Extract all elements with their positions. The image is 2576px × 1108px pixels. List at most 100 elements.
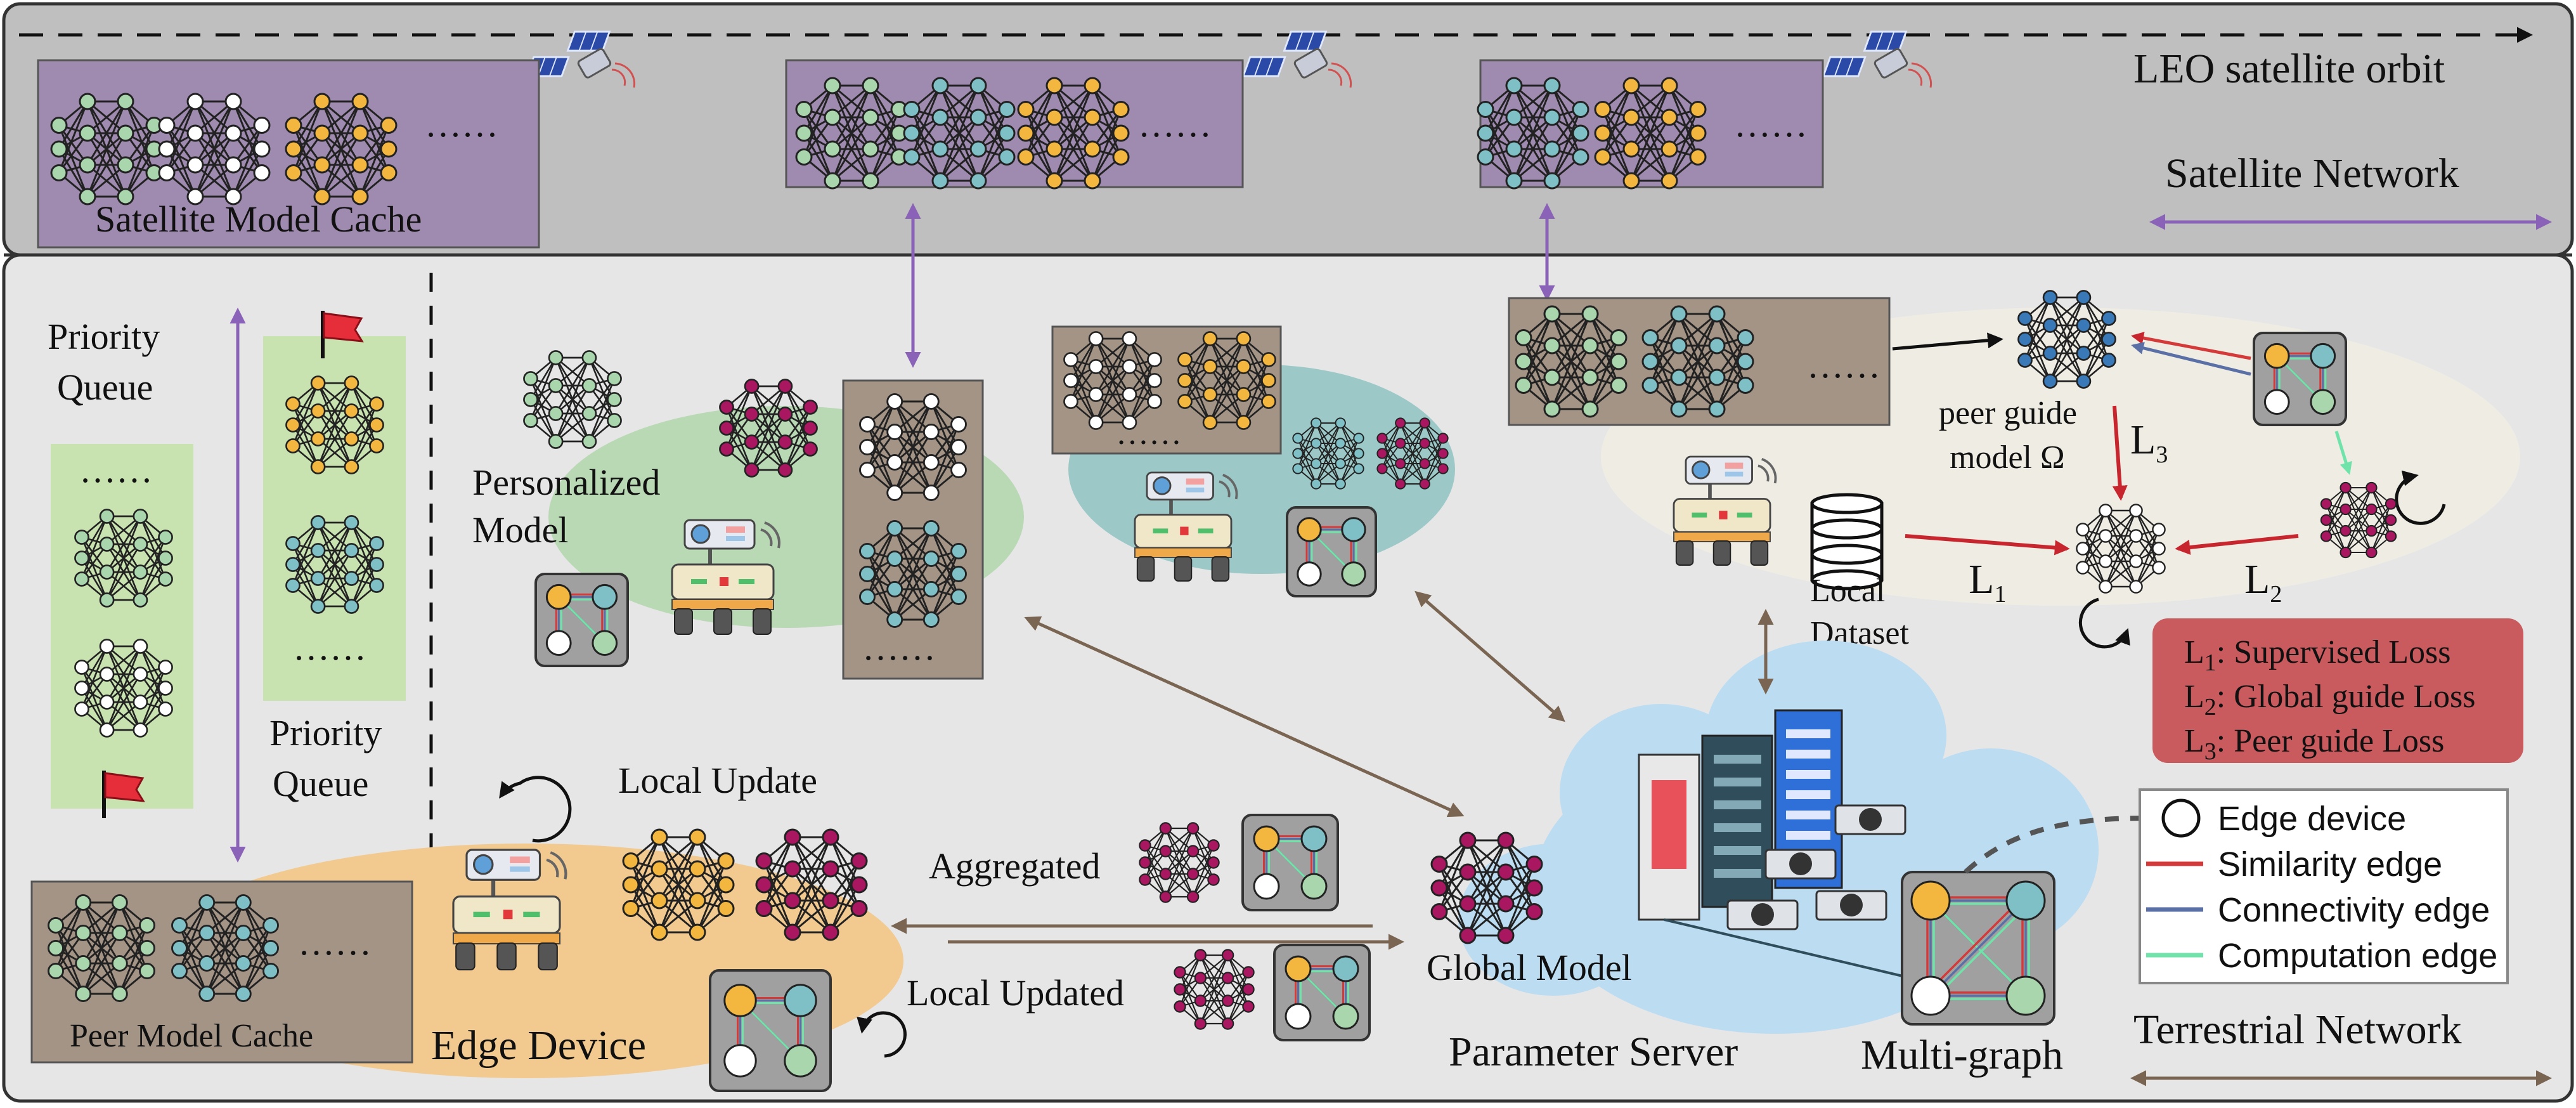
computation-arrow <box>2334 431 2352 475</box>
neural-network-icon <box>1430 831 1543 944</box>
priority-queue-label: Queue <box>273 763 368 804</box>
flag-icon <box>102 771 145 818</box>
neural-network-icon <box>1292 417 1364 490</box>
neural-network-icon <box>859 393 967 501</box>
neural-network-models <box>48 77 2397 1030</box>
cache-to-peer-arrow <box>1892 332 2003 351</box>
neural-network-icon <box>1139 822 1220 903</box>
neural-network-icon <box>1594 77 1707 190</box>
satellite-icon <box>1241 30 1352 88</box>
aggregated-label: Aggregated <box>929 845 1101 887</box>
neural-network-icon <box>48 894 155 1002</box>
loss-legend-item: L2: Global guide Loss <box>2184 679 2476 720</box>
neural-network-icon <box>1477 77 1589 190</box>
ellipsis: …… <box>1138 103 1212 145</box>
priority-queue-label: Queue <box>57 367 153 408</box>
device-graph-icon <box>709 969 832 1092</box>
neural-network-icon <box>859 520 967 628</box>
satellite-network-label: Satellite Network <box>2165 150 2459 197</box>
robot-rover-icon <box>1134 471 1238 582</box>
neural-network-icon <box>1515 305 1628 418</box>
priority-queue-label: Priority <box>48 316 160 357</box>
l3-arrow <box>2112 405 2128 501</box>
peer-guide-label: model Ω <box>1950 440 2065 476</box>
parameter-server-label: Parameter Server <box>1449 1029 1738 1075</box>
ellipsis: …… <box>1807 344 1880 386</box>
l2-arrow <box>2175 534 2299 555</box>
satellite-icon <box>1822 30 1932 88</box>
ellipsis: …… <box>862 627 936 668</box>
neural-network-icon <box>1641 305 1754 418</box>
neural-network-icon <box>1174 949 1255 1030</box>
neural-network-icon <box>795 77 908 190</box>
server-link-arrow <box>1414 590 1565 722</box>
neural-network-icon <box>285 515 384 614</box>
ellipsis: …… <box>293 627 366 668</box>
device-graph-icon <box>1241 814 1339 911</box>
priority-queue-1 <box>51 444 193 809</box>
device-graph-icon <box>2253 332 2347 426</box>
neural-network-icon <box>1177 331 1276 430</box>
robot-rover-icon <box>671 519 780 635</box>
multi-graph-label: Multi-graph <box>1861 1032 2063 1078</box>
loss-legend-item: L3: Peer guide Loss <box>2184 723 2444 765</box>
neural-network-icon <box>719 379 818 478</box>
neural-network-icon <box>285 93 398 205</box>
loss-legend-item: L1: Supervised Loss <box>2184 634 2451 676</box>
peer-guide-label: peer guide <box>1939 395 2077 431</box>
neural-network-icon <box>523 350 622 449</box>
connectivity-arrow <box>2131 342 2251 376</box>
neural-network-icon <box>1063 331 1162 430</box>
edge-device-label: Edge Device <box>431 1022 646 1069</box>
refresh-loop-icon <box>2395 470 2446 525</box>
neural-network-icon <box>50 93 163 205</box>
device-graph-icon <box>534 573 629 667</box>
ellipsis: …… <box>1734 103 1808 145</box>
edge-legend-label: Connectivity edge <box>2218 891 2490 929</box>
neural-network-icon <box>1376 417 1449 490</box>
neural-network-icon <box>622 828 735 941</box>
local-dataset-label: Local <box>1810 573 1885 609</box>
personalized-model-label: Personalized <box>472 462 660 503</box>
server-link-arrow <box>1024 616 1465 818</box>
ellipsis: …… <box>298 922 372 963</box>
priority-queue-label: Priority <box>269 712 382 753</box>
neural-network-icon <box>2076 504 2166 594</box>
neural-network-icon <box>755 828 868 941</box>
neural-network-icon <box>74 639 173 738</box>
neural-network-icon <box>171 894 279 1002</box>
dashed-connector <box>1964 816 2144 874</box>
neural-network-icon <box>74 509 173 608</box>
ellipsis: …… <box>425 103 498 145</box>
refresh-loop-icon <box>857 1011 907 1058</box>
edge-legend-label: Computation edge <box>2218 937 2497 975</box>
flag-icon <box>321 311 364 358</box>
server-rack-icon <box>1638 709 1906 978</box>
neural-network-icon <box>1017 77 1130 190</box>
multi-graph-icon <box>1901 871 2055 1026</box>
device-graph-icon <box>1273 944 1371 1041</box>
l1-arrow <box>1905 534 2070 556</box>
local-updated-label: Local Updated <box>907 972 1124 1013</box>
neural-network-icon <box>158 93 271 205</box>
orbit-label: LEO satellite orbit <box>2133 46 2445 92</box>
satellite-cache-label: Satellite Model Cache <box>95 199 422 240</box>
database-icon <box>1810 493 1884 590</box>
l3-label: L3 <box>2130 417 2168 468</box>
robot-rover-icon <box>1673 455 1777 566</box>
edge-device-symbol <box>2161 798 2201 838</box>
refresh-loop-icon <box>2078 597 2130 649</box>
l1-label: L1 <box>1969 556 2006 608</box>
similarity-arrow <box>2131 332 2251 360</box>
edge-legend-label: Edge device <box>2218 800 2406 838</box>
robot-rover-icon <box>452 849 567 971</box>
edge-legend-label: Similarity edge <box>2218 845 2442 883</box>
loss-legend-box <box>2152 618 2523 763</box>
l2-label: L2 <box>2244 556 2282 608</box>
global-model-label: Global Model <box>1427 947 1632 988</box>
peer-model-cache-label: Peer Model Cache <box>70 1018 313 1054</box>
neural-network-icon <box>2017 290 2116 389</box>
